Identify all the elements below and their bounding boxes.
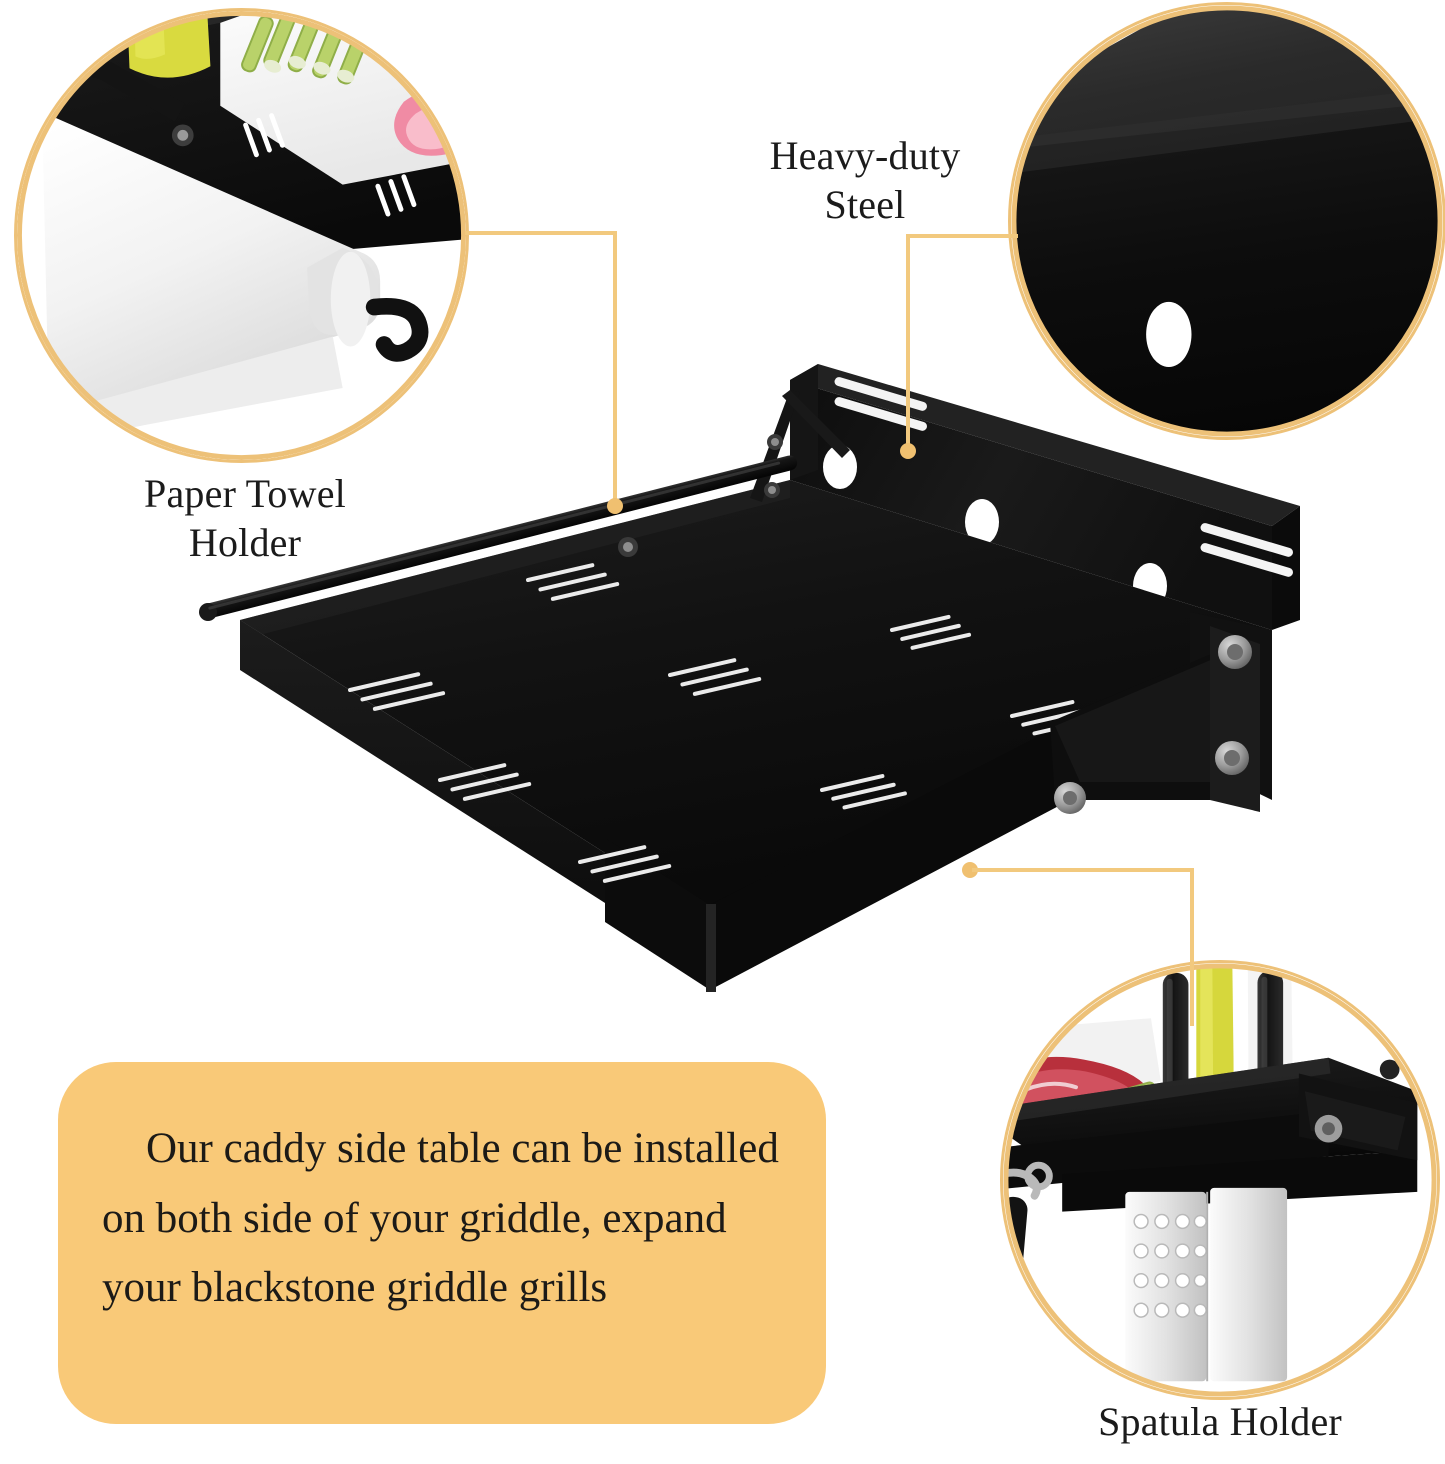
leader-dot-spatula: [962, 862, 978, 878]
callout-circle-paper-towel-holder: [14, 8, 469, 463]
leader-line-spatula-vertical: [1190, 868, 1194, 1026]
callout-label-spatula-holder: Spatula Holder: [1098, 1399, 1342, 1444]
leader-dot-paper-towel: [607, 498, 623, 514]
callout-circle-spatula-holder: [1000, 960, 1440, 1400]
callout-label-paper-towel-holder: Paper Towel Holder: [144, 471, 346, 565]
leader-line-spatula-horizontal: [972, 868, 1194, 872]
paper-towel-roll-icon: [17, 11, 466, 460]
callout-label-heavy-duty-steel: Heavy-duty Steel: [769, 133, 961, 227]
description-card: Our caddy side table can be installed on…: [58, 1062, 826, 1424]
spatula-holder-icon: [1003, 963, 1437, 1397]
leader-line-paper-towel-horizontal: [465, 231, 617, 235]
leader-dot-steel: [900, 443, 916, 459]
leader-line-steel-horizontal: [906, 234, 1018, 238]
description-text: Our caddy side table can be installed on…: [102, 1125, 779, 1312]
leader-line-steel-vertical: [906, 234, 910, 450]
product-illustration: [150, 330, 1330, 1030]
leader-line-paper-towel-vertical: [613, 231, 617, 506]
callout-circle-heavy-duty-steel: [1008, 2, 1445, 440]
steel-panel-icon: [1011, 5, 1443, 437]
